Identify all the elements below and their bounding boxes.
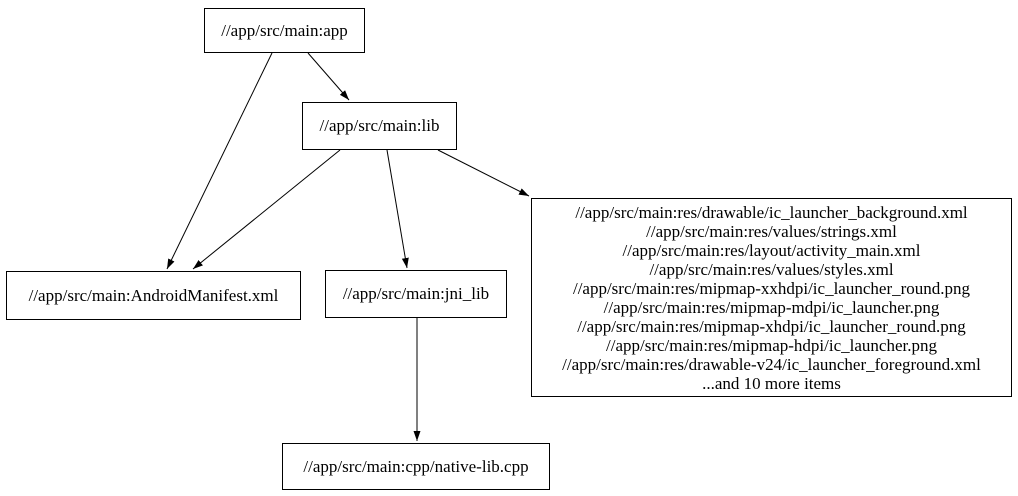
- node-resources-group: //app/src/main:res/drawable/ic_launcher_…: [531, 198, 1012, 397]
- resource-item: //app/src/main:res/drawable/ic_launcher_…: [575, 202, 968, 222]
- node-jni-lib: //app/src/main:jni_lib: [325, 270, 507, 318]
- resource-item: //app/src/main:res/mipmap-xhdpi/ic_launc…: [577, 316, 966, 336]
- node-lib: //app/src/main:lib: [302, 102, 457, 150]
- resource-item: //app/src/main:res/values/strings.xml: [646, 221, 897, 241]
- resource-item: //app/src/main:res/mipmap-mdpi/ic_launch…: [603, 297, 940, 317]
- resource-item: //app/src/main:res/drawable-v24/ic_launc…: [562, 354, 981, 374]
- resource-more-items: ...and 10 more items: [702, 373, 841, 393]
- edge-lib-to-resources-arrow: [437, 149, 530, 197]
- node-app: //app/src/main:app: [204, 8, 365, 53]
- edge-lib-to-jni-arrow: [386, 149, 409, 269]
- edge-app-to-lib-arrow: [307, 52, 350, 101]
- resource-item: //app/src/main:res/layout/activity_main.…: [622, 240, 921, 260]
- node-lib-label: //app/src/main:lib: [319, 116, 440, 135]
- node-jni-lib-label: //app/src/main:jni_lib: [342, 284, 490, 303]
- node-native-lib-cpp-label: //app/src/main:cpp/native-lib.cpp: [303, 456, 529, 476]
- edge-lib-to-manifest-arrow: [192, 149, 341, 270]
- node-app-label: //app/src/main:app: [221, 20, 348, 40]
- resource-item: //app/src/main:res/values/styles.xml: [649, 259, 894, 279]
- node-android-manifest-label: //app/src/main:AndroidManifest.xml: [28, 285, 279, 305]
- edge-app-to-manifest-arrow: [166, 52, 273, 270]
- node-native-lib-cpp: //app/src/main:cpp/native-lib.cpp: [282, 443, 550, 490]
- resource-item: //app/src/main:res/mipmap-xxhdpi/ic_laun…: [572, 278, 971, 298]
- node-android-manifest: //app/src/main:AndroidManifest.xml: [6, 271, 301, 320]
- resource-item: //app/src/main:res/mipmap-hdpi/ic_launch…: [606, 335, 937, 355]
